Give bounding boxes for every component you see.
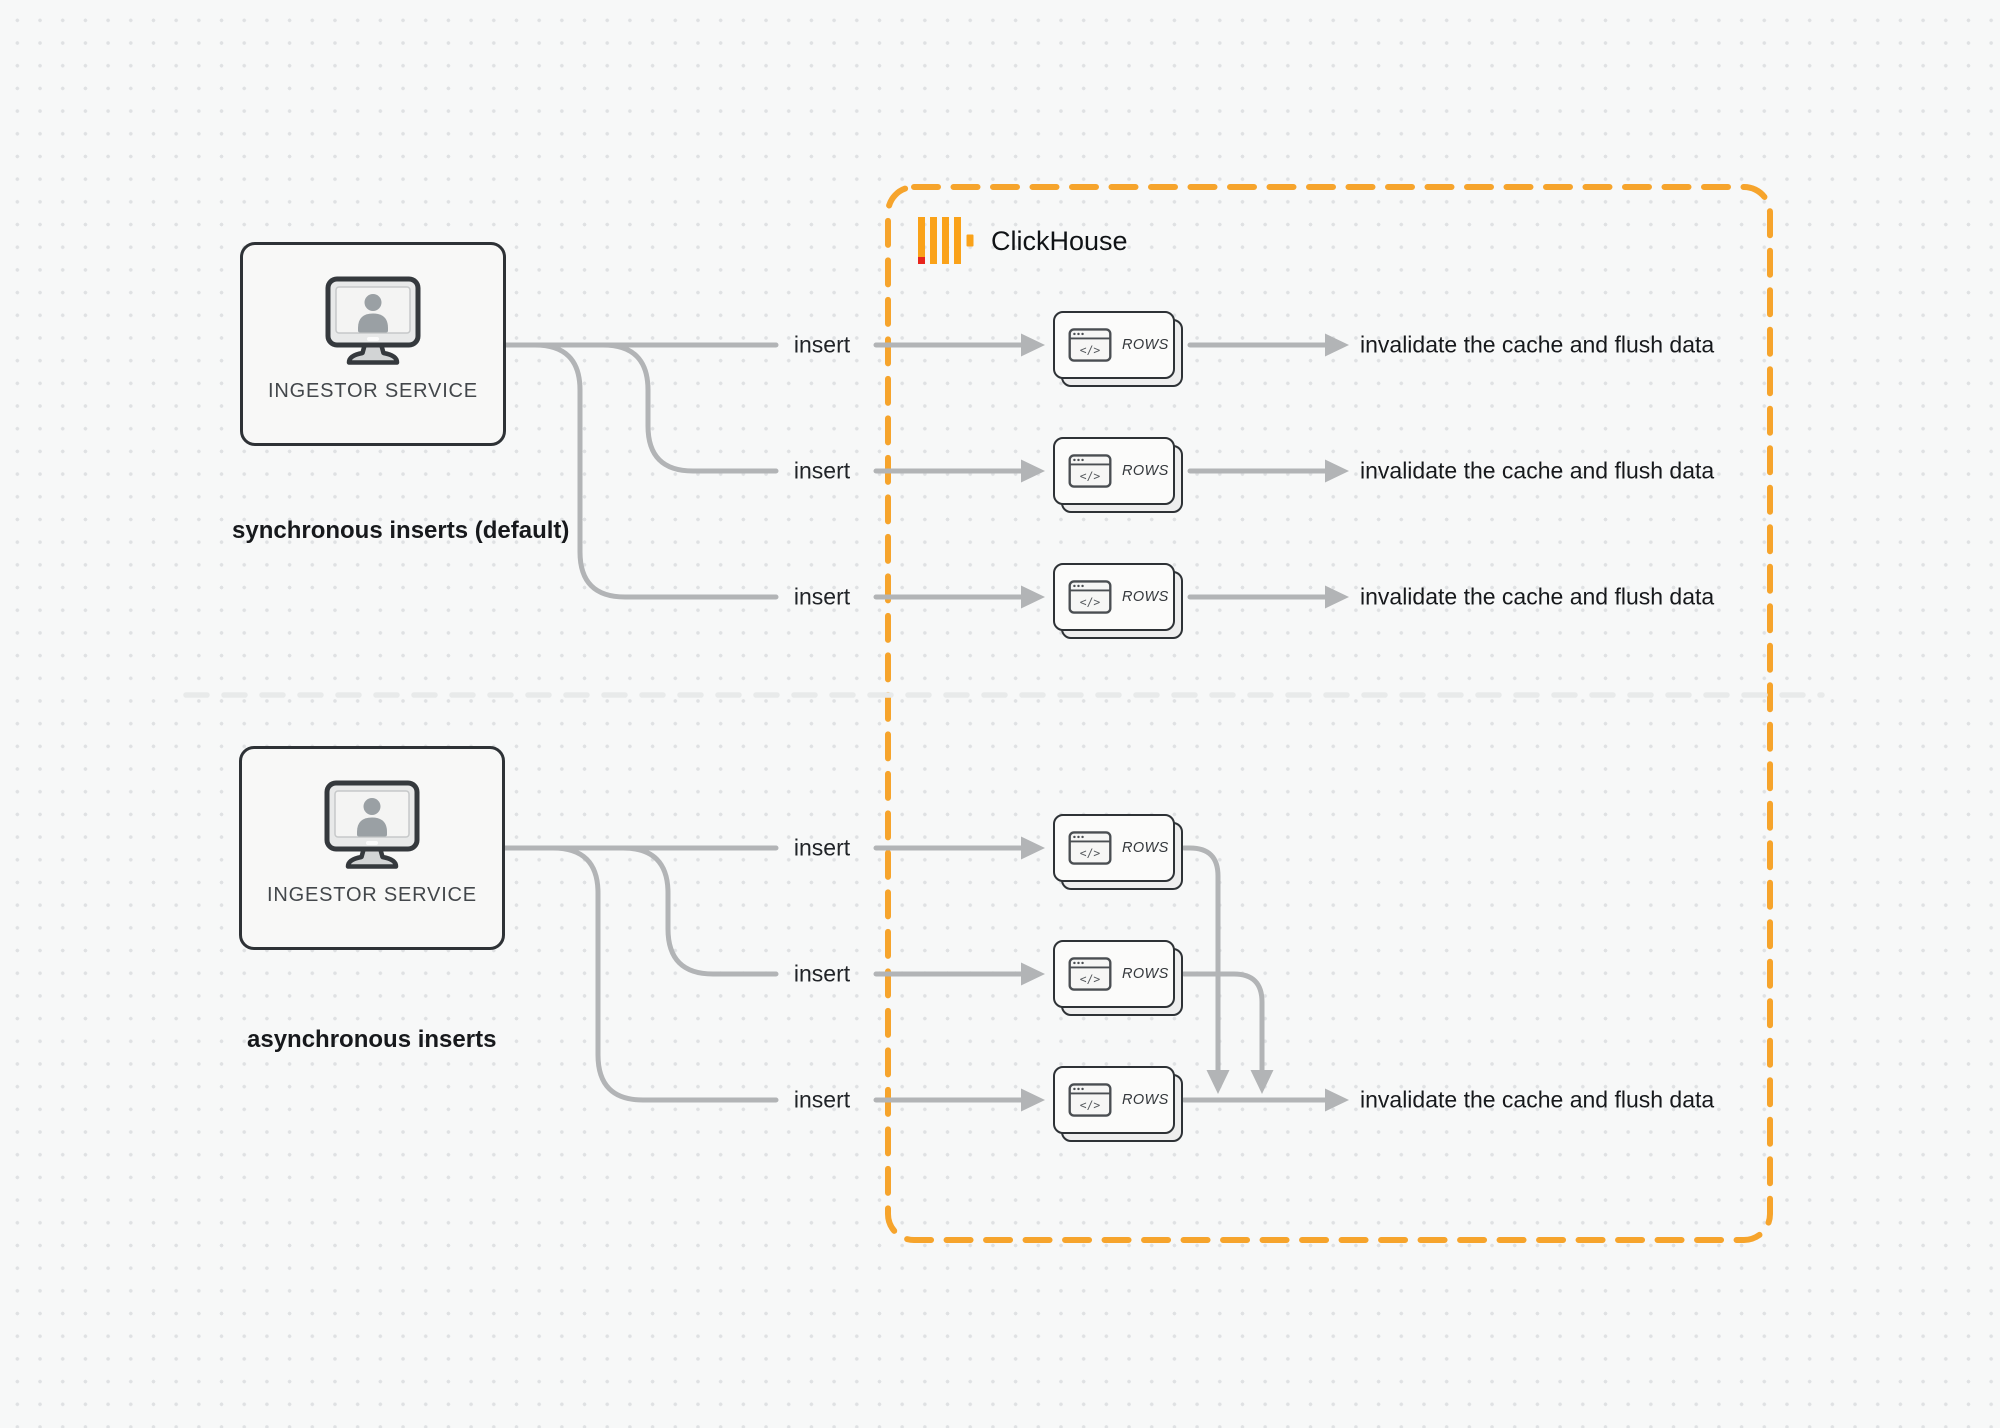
code-window-icon: </>	[1068, 328, 1112, 362]
section-title-synchronous: synchronous inserts (default)	[232, 517, 570, 544]
rows-card-front: </> ROWS	[1053, 940, 1175, 1008]
insert-label: insert	[793, 960, 851, 987]
code-glyph: </>	[1080, 469, 1101, 483]
code-window-icon: </>	[1068, 1083, 1112, 1117]
rows-card: </> ROWS	[1053, 311, 1185, 389]
rows-card-front: </> ROWS	[1053, 311, 1175, 379]
arrowhead	[1325, 333, 1349, 357]
insert-label: insert	[793, 457, 851, 484]
arrowhead	[1250, 1070, 1274, 1094]
outcome-label: invalidate the cache and flush data	[1360, 1086, 1715, 1113]
code-glyph: </>	[1080, 846, 1101, 860]
rows-label: ROWS	[1122, 840, 1169, 856]
arrowhead	[1325, 585, 1349, 609]
ingestor-service-label: INGESTOR SERVICE	[267, 884, 477, 906]
arrowhead	[1325, 1088, 1349, 1112]
code-glyph: </>	[1080, 972, 1101, 986]
rows-card-front: </> ROWS	[1053, 563, 1175, 631]
rows-card-front: </> ROWS	[1053, 437, 1175, 505]
rows-card: </> ROWS	[1053, 563, 1185, 641]
code-window-icon: </>	[1068, 957, 1112, 991]
clickhouse-label: ClickHouse	[991, 226, 1128, 256]
section-title-asynchronous: asynchronous inserts	[247, 1026, 497, 1053]
flow-connector	[501, 845, 779, 977]
rows-label: ROWS	[1122, 1092, 1169, 1108]
code-glyph: </>	[1080, 343, 1101, 357]
rows-card-front: </> ROWS	[1053, 1066, 1175, 1134]
code-window-icon: </>	[1068, 454, 1112, 488]
arrowhead	[1021, 333, 1045, 357]
monitor-user-icon	[325, 276, 421, 365]
rows-card: </> ROWS	[1053, 437, 1185, 515]
flow-connector	[1181, 971, 1265, 1074]
insert-label: insert	[793, 583, 851, 610]
flow-connector	[1181, 845, 1221, 1074]
outcome-label: invalidate the cache and flush data	[1360, 457, 1715, 484]
rows-card: </> ROWS	[1053, 1066, 1185, 1144]
arrowhead	[1021, 585, 1045, 609]
code-glyph: </>	[1080, 595, 1101, 609]
insert-label: insert	[793, 1086, 851, 1113]
rows-card: </> ROWS	[1053, 940, 1185, 1018]
rows-label: ROWS	[1122, 463, 1169, 479]
ingestor-service-node-async: INGESTOR SERVICE	[239, 746, 505, 950]
insert-label: insert	[793, 834, 851, 861]
flow-connector	[502, 342, 779, 600]
arrowhead	[1325, 459, 1349, 483]
code-glyph: </>	[1080, 1098, 1101, 1112]
outcome-label: invalidate the cache and flush data	[1360, 331, 1715, 358]
arrowhead	[1021, 836, 1045, 860]
code-window-icon: </>	[1068, 831, 1112, 865]
arrowhead	[1021, 459, 1045, 483]
rows-card-front: </> ROWS	[1053, 814, 1175, 882]
rows-label: ROWS	[1122, 589, 1169, 605]
insert-label: insert	[793, 331, 851, 358]
flow-connector	[502, 342, 779, 474]
outcome-label: invalidate the cache and flush data	[1360, 583, 1715, 610]
code-window-icon: </>	[1068, 580, 1112, 614]
arrowhead	[1021, 1088, 1045, 1112]
flow-connector	[501, 845, 779, 1103]
arrowhead	[1206, 1070, 1230, 1094]
monitor-user-icon	[324, 780, 420, 869]
clickhouse-bars-logo	[918, 217, 974, 264]
rows-label: ROWS	[1122, 337, 1169, 353]
rows-card: </> ROWS	[1053, 814, 1185, 892]
ingestor-service-node-sync: INGESTOR SERVICE	[240, 242, 506, 446]
rows-label: ROWS	[1122, 966, 1169, 982]
ingestor-service-label: INGESTOR SERVICE	[268, 380, 478, 402]
arrowhead	[1021, 962, 1045, 986]
